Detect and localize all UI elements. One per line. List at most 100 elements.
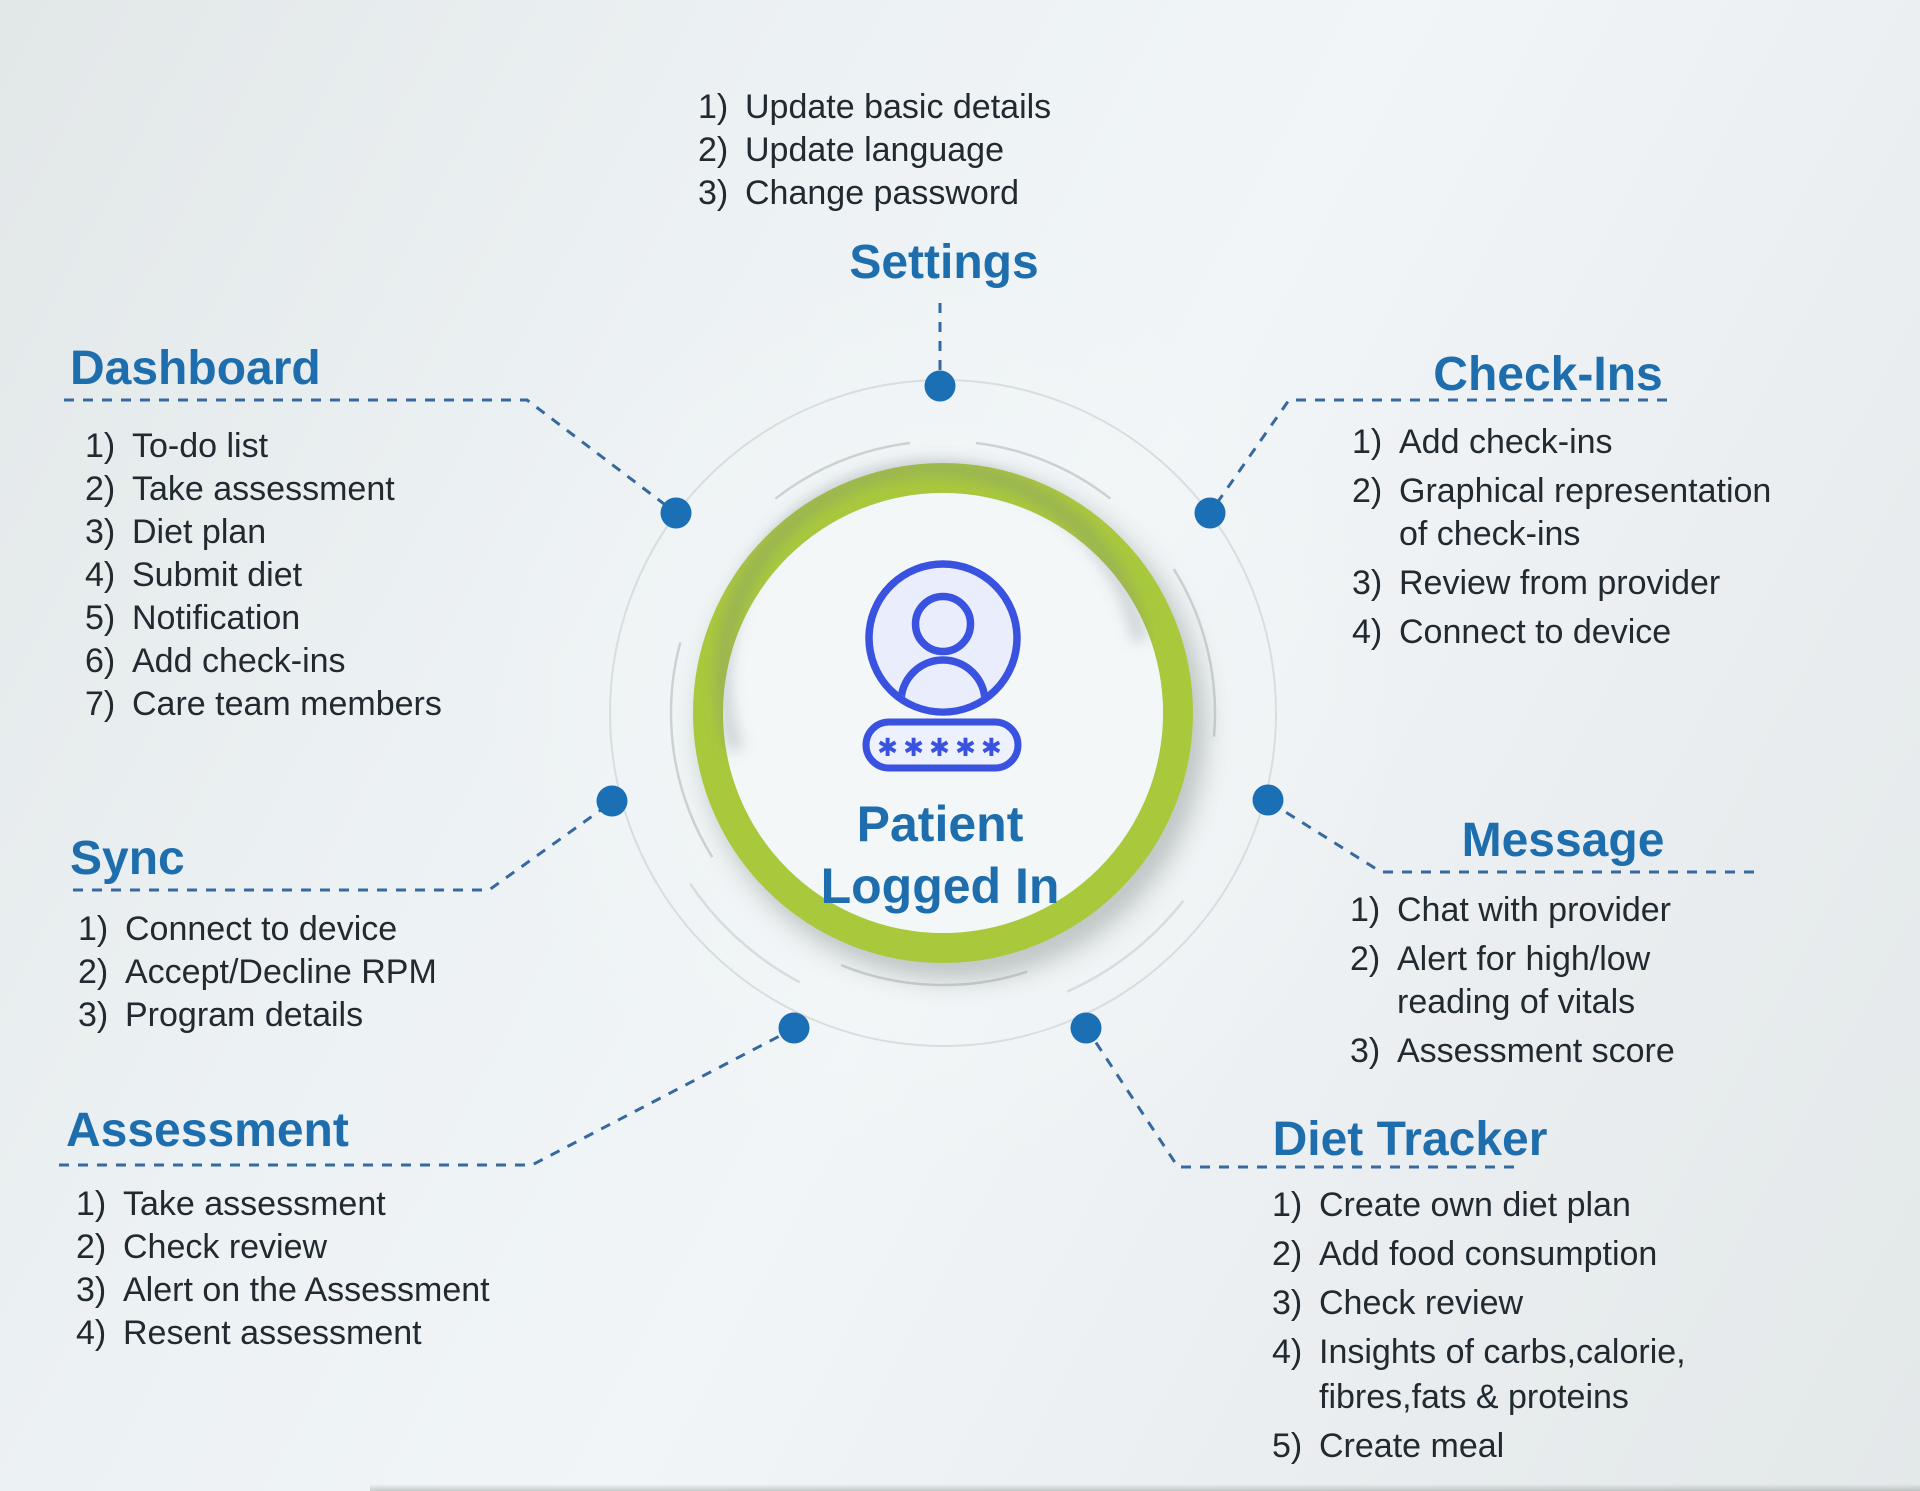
- item-text: Submit diet: [132, 556, 303, 594]
- item-number: 2): [78, 953, 109, 991]
- list-item: 1)Create own diet plan: [1272, 1183, 1686, 1228]
- hub-inner-shadow: [715, 460, 1148, 753]
- hub-caption-line1: Patient: [856, 796, 1024, 852]
- list-item: 7)Care team members: [85, 683, 442, 726]
- list-item: 4)Connect to device: [1352, 611, 1771, 654]
- item-text: Connect to device: [125, 910, 398, 948]
- item-number: 2): [1352, 472, 1383, 510]
- list-item: 2)Graphical representation of check-ins: [1352, 470, 1771, 556]
- item-number: 4): [1352, 613, 1383, 651]
- decor-arc: [1172, 568, 1217, 737]
- item-number: 4): [85, 556, 116, 594]
- item-number: 5): [85, 599, 116, 637]
- item-text: Alert for high/low reading of vitals: [1397, 940, 1651, 1021]
- list-item: 2)Update language: [698, 129, 1051, 172]
- patient-avatar-icon: [865, 560, 1021, 716]
- item-number: 3): [78, 996, 109, 1034]
- item-number: 2): [1272, 1235, 1303, 1273]
- item-number: 3): [76, 1271, 107, 1309]
- connector-dot-settings: [924, 370, 956, 402]
- item-text: Add check-ins: [1399, 423, 1613, 461]
- item-text: Create own diet plan: [1319, 1186, 1631, 1224]
- item-number: 2): [85, 470, 116, 508]
- item-number: 1): [698, 88, 729, 126]
- password-mask-text: ✱✱✱✱✱: [877, 733, 1007, 762]
- item-number: 3): [85, 513, 116, 551]
- connector-dot-diet: [1070, 1012, 1102, 1044]
- list-item: 4) Submit diet: [85, 554, 442, 597]
- decor-arc: [689, 882, 801, 984]
- item-text: Insights of carbs,calorie, fibres,fats &…: [1319, 1333, 1686, 1416]
- item-number: 4): [76, 1314, 107, 1352]
- section-title-diet-tracker: Diet Tracker: [1272, 1113, 1548, 1166]
- item-text: Change password: [745, 174, 1020, 212]
- item-text: Update basic details: [745, 88, 1052, 126]
- item-number: 1): [1352, 423, 1383, 461]
- list-item: 2) Take assessment: [85, 468, 442, 511]
- section-title-checkins: Check-Ins: [1433, 348, 1663, 401]
- section-title-sync: Sync: [70, 832, 185, 885]
- item-text: Resent assessment: [123, 1314, 422, 1352]
- list-item: 3)Change password: [698, 172, 1051, 215]
- list-item: 1) Chat with provider: [1350, 889, 1675, 932]
- item-text: Chat with provider: [1397, 891, 1672, 929]
- list-item: 6)Add check-ins: [85, 640, 442, 683]
- item-number: 3): [1272, 1284, 1303, 1322]
- item-text: Take assessment: [132, 470, 395, 508]
- list-item: 5) Notification: [85, 597, 442, 640]
- item-number: 1): [85, 427, 116, 465]
- section-list-checkins: 1) Add check-ins 2)Graphical representatio…: [1352, 421, 1771, 660]
- list-item: 3)Diet plan: [85, 511, 442, 554]
- list-item: 1) Add check-ins: [1352, 421, 1771, 464]
- decor-arc: [1066, 900, 1185, 993]
- item-number: 1): [78, 910, 109, 948]
- item-text: Add food consumption: [1319, 1235, 1658, 1273]
- item-text: Notification: [132, 599, 301, 637]
- item-number: 2): [698, 131, 729, 169]
- item-number: 5): [1272, 1427, 1303, 1465]
- item-text: Check review: [123, 1228, 328, 1266]
- item-number: 1): [1350, 891, 1381, 929]
- decor-arc: [840, 964, 1028, 987]
- item-text: Accept/Decline RPM: [125, 953, 437, 991]
- item-text: Care team members: [132, 685, 442, 723]
- item-number: 2): [76, 1228, 107, 1266]
- list-item: 2) Add food consumption: [1272, 1232, 1686, 1277]
- connector-dot-checkins: [1194, 497, 1226, 529]
- list-item: 1) To-do list: [85, 425, 442, 468]
- decor-arc: [975, 441, 1112, 500]
- list-item: 3)Alert on the Assessment: [76, 1269, 490, 1312]
- connector-dashboard: [64, 398, 677, 515]
- connector-dot-sync: [596, 785, 628, 817]
- decor-arc: [774, 441, 911, 500]
- list-item: 1)Take assessment: [76, 1183, 490, 1226]
- section-list-sync: 1) Connect to device 2) Accept/Decline RPM 3…: [78, 908, 437, 1037]
- connector-message: [1267, 799, 1754, 874]
- item-number: 6): [85, 642, 116, 680]
- section-title-settings: Settings: [849, 236, 1039, 289]
- connector-dot-message: [1252, 784, 1284, 816]
- decor-arcs: [669, 441, 1217, 993]
- list-item: 4)Insights of carbs,calorie, fibres,fats…: [1272, 1330, 1686, 1420]
- item-text: Review from provider: [1399, 564, 1721, 602]
- list-item: 1) Connect to device: [78, 908, 437, 951]
- item-text: To-do list: [132, 427, 269, 465]
- password-field-icon: ✱✱✱✱✱: [862, 718, 1022, 772]
- list-item: 2) Check review: [76, 1226, 490, 1269]
- connector-diet: [1085, 1028, 1514, 1169]
- list-item: 2) Alert for high/low reading of vitals: [1350, 938, 1675, 1024]
- connector-dot-assessment: [778, 1012, 810, 1044]
- item-number: 3): [1352, 564, 1383, 602]
- item-number: 2): [1350, 940, 1381, 978]
- hub-caption-line2: Logged In: [820, 858, 1060, 914]
- connector-sync: [73, 800, 613, 892]
- section-title-assessment: Assessment: [66, 1104, 349, 1157]
- list-item: 3) Review from provider: [1352, 562, 1771, 605]
- hub-ring: [693, 463, 1193, 963]
- item-text: Create meal: [1319, 1427, 1505, 1465]
- list-item: 3)Assessment score: [1350, 1030, 1675, 1073]
